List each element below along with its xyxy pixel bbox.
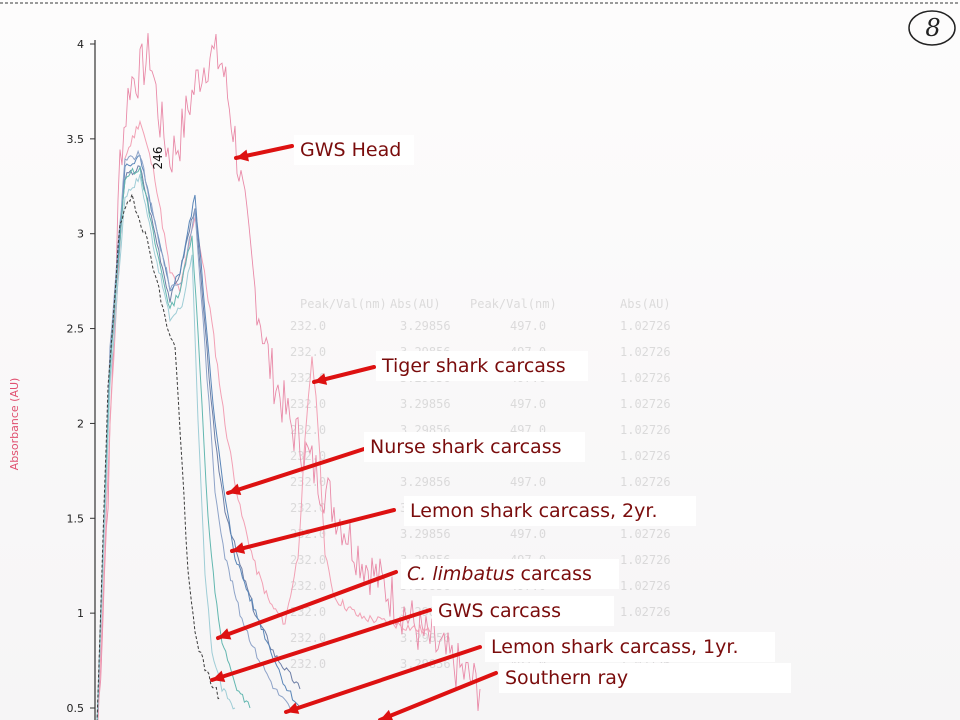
- arrow-pointer: [216, 570, 398, 640]
- background-text: 232.0: [290, 657, 326, 671]
- background-text: 232.0: [290, 579, 326, 593]
- background-text: 232.0: [290, 605, 326, 619]
- y-tick-label: 1.5: [67, 512, 85, 525]
- background-text: Peak/Val(nm): [300, 297, 387, 311]
- background-text: 232.0: [290, 319, 326, 333]
- y-axis-title: Absorbance (AU): [8, 378, 21, 471]
- label-southern-ray: Southern ray: [499, 663, 791, 693]
- label-gws-head-text: GWS Head: [300, 139, 402, 161]
- page-number-circle: 8: [908, 10, 956, 46]
- background-text: 3.29856: [400, 631, 451, 645]
- background-text: Peak/Val(nm): [470, 297, 557, 311]
- arrow-pointer: [284, 645, 482, 714]
- arrow-pointer: [226, 447, 366, 496]
- label-limbatus-italic: C. limbatus: [407, 563, 515, 585]
- background-text: 232.0: [290, 501, 326, 515]
- arrow-pointer: [312, 365, 376, 385]
- label-lemon-2yr-text: Lemon shark carcass, 2yr.: [410, 500, 658, 522]
- background-text: 1.02726: [620, 345, 671, 359]
- label-lemon-1yr: Lemon shark carcass, 1yr.: [485, 632, 775, 662]
- background-text: 497.0: [510, 527, 546, 541]
- label-limbatus: C. limbatus carcass: [401, 559, 619, 589]
- label-gws-carcass: GWS carcass: [432, 596, 614, 626]
- background-text: 1.02726: [620, 371, 671, 385]
- series-line-gws-carcass: [96, 165, 251, 720]
- background-text: 232.0: [290, 553, 326, 567]
- label-tiger-shark-text: Tiger shark carcass: [382, 355, 566, 377]
- background-text: 232.0: [290, 345, 326, 359]
- background-text: Abs(AU): [620, 297, 671, 311]
- arrow-pointer: [234, 144, 294, 162]
- background-text: 1.02726: [620, 319, 671, 333]
- background-text: 497.0: [510, 319, 546, 333]
- series-line-lemon-shark-carcass-1yr: [96, 174, 236, 720]
- label-lemon-1yr-text: Lemon shark carcass, 1yr.: [491, 636, 739, 658]
- y-ticks: 4 3.5 3 2.5 2 1.5 1 0.5: [67, 38, 95, 715]
- peak-label-246: 246: [151, 147, 165, 170]
- background-text: 3.29856: [400, 397, 451, 411]
- y-tick-label: 1: [77, 607, 84, 620]
- label-southern-ray-text: Southern ray: [505, 667, 629, 689]
- background-text: 1.02726: [620, 553, 671, 567]
- label-gws-carcass-text: GWS carcass: [438, 600, 561, 622]
- y-tick-label: 4: [77, 38, 84, 51]
- background-text: 3.29856: [400, 319, 451, 333]
- series-line-tiger-shark-carcass: [97, 119, 431, 720]
- background-text: 497.0: [510, 397, 546, 411]
- y-tick-label: 2: [77, 417, 84, 430]
- arrow-pointer: [378, 671, 498, 720]
- background-text: 1.02726: [620, 605, 671, 619]
- background-text: 1.02726: [620, 449, 671, 463]
- y-tick-label: 3.5: [67, 133, 85, 146]
- background-text: 3.29856: [400, 475, 451, 489]
- series-line-lemon-shark-carcass-2yr: [96, 154, 301, 720]
- label-lemon-2yr: Lemon shark carcass, 2yr.: [404, 496, 696, 526]
- arrow-pointer: [210, 608, 432, 683]
- y-tick-label: 0.5: [67, 702, 85, 715]
- background-text: 232.0: [290, 631, 326, 645]
- annotation-arrows: [210, 144, 498, 720]
- background-text: 1.02726: [620, 397, 671, 411]
- background-text: 3.29856: [400, 527, 451, 541]
- series-line-c-limbatus-carcass: [96, 149, 291, 720]
- background-text: 497.0: [510, 475, 546, 489]
- label-nurse-shark-text: Nurse shark carcass: [370, 436, 562, 458]
- background-text: 1.02726: [620, 579, 671, 593]
- label-nurse-shark: Nurse shark carcass: [364, 432, 585, 462]
- background-text: Abs(AU): [390, 297, 441, 311]
- label-gws-head: GWS Head: [294, 135, 414, 165]
- background-text: 232.0: [290, 449, 326, 463]
- label-limbatus-rest: carcass: [514, 563, 592, 585]
- label-tiger-shark: Tiger shark carcass: [376, 351, 588, 381]
- arrow-pointer: [230, 508, 396, 554]
- y-tick-label: 2.5: [67, 323, 85, 336]
- y-tick-label: 3: [77, 228, 84, 241]
- series-line-southern-ray: [96, 192, 221, 720]
- background-text: 1.02726: [620, 423, 671, 437]
- background-text: 1.02726: [620, 527, 671, 541]
- series-line-nurse-shark-carcass: [96, 165, 301, 720]
- background-text: 1.02726: [620, 475, 671, 489]
- page-number: 8: [925, 14, 940, 42]
- series-lines: [96, 33, 481, 720]
